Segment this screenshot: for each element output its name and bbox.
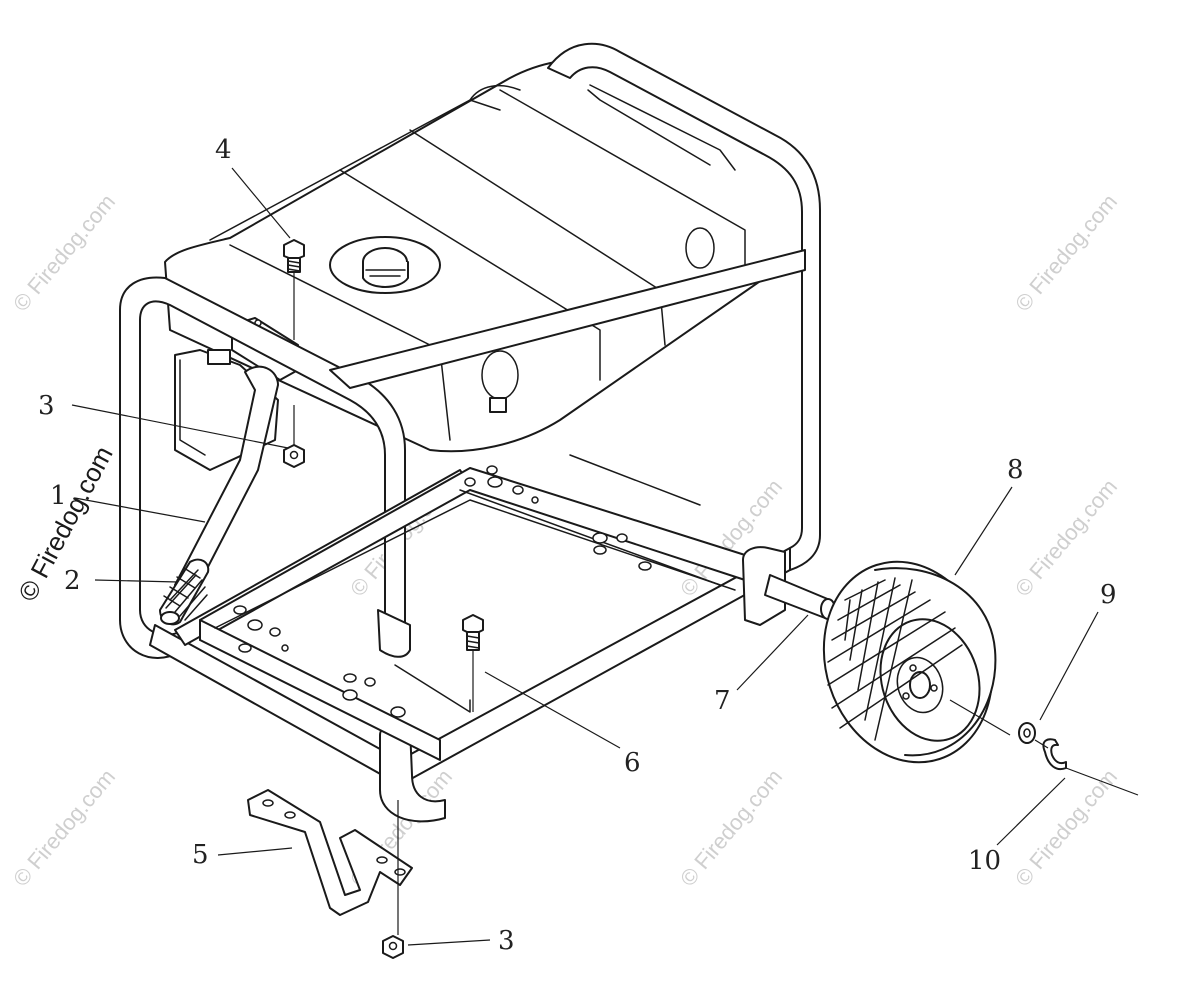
callout-9: 9 — [1100, 580, 1117, 610]
bottom-hex-nut — [382, 935, 404, 959]
retaining-clip — [1034, 738, 1139, 796]
callout-3: 3 — [38, 391, 55, 421]
mount-bolt — [462, 614, 484, 712]
callout-3-bottom: 3 — [498, 926, 515, 956]
callout-10: 10 — [968, 846, 1002, 876]
tube-frame — [119, 42, 821, 823]
callout-2: 2 — [64, 566, 81, 596]
fuel-tank — [164, 58, 806, 453]
callout-1: 1 — [50, 481, 67, 511]
tire-tread — [827, 577, 963, 741]
axle — [742, 546, 846, 626]
support-bracket — [247, 789, 413, 935]
callout-leaders — [71, 167, 1099, 946]
washer — [1018, 722, 1036, 744]
handle — [159, 365, 279, 626]
callout-6: 6 — [624, 748, 641, 778]
callout-5: 5 — [192, 840, 209, 870]
wheel — [822, 560, 1011, 764]
callout-7: 7 — [714, 686, 731, 716]
callout-8: 8 — [1007, 455, 1024, 485]
handle-bolt — [283, 239, 305, 340]
callout-4: 4 — [215, 135, 232, 165]
hex-nut — [283, 405, 305, 468]
mounting-holes — [233, 465, 652, 718]
